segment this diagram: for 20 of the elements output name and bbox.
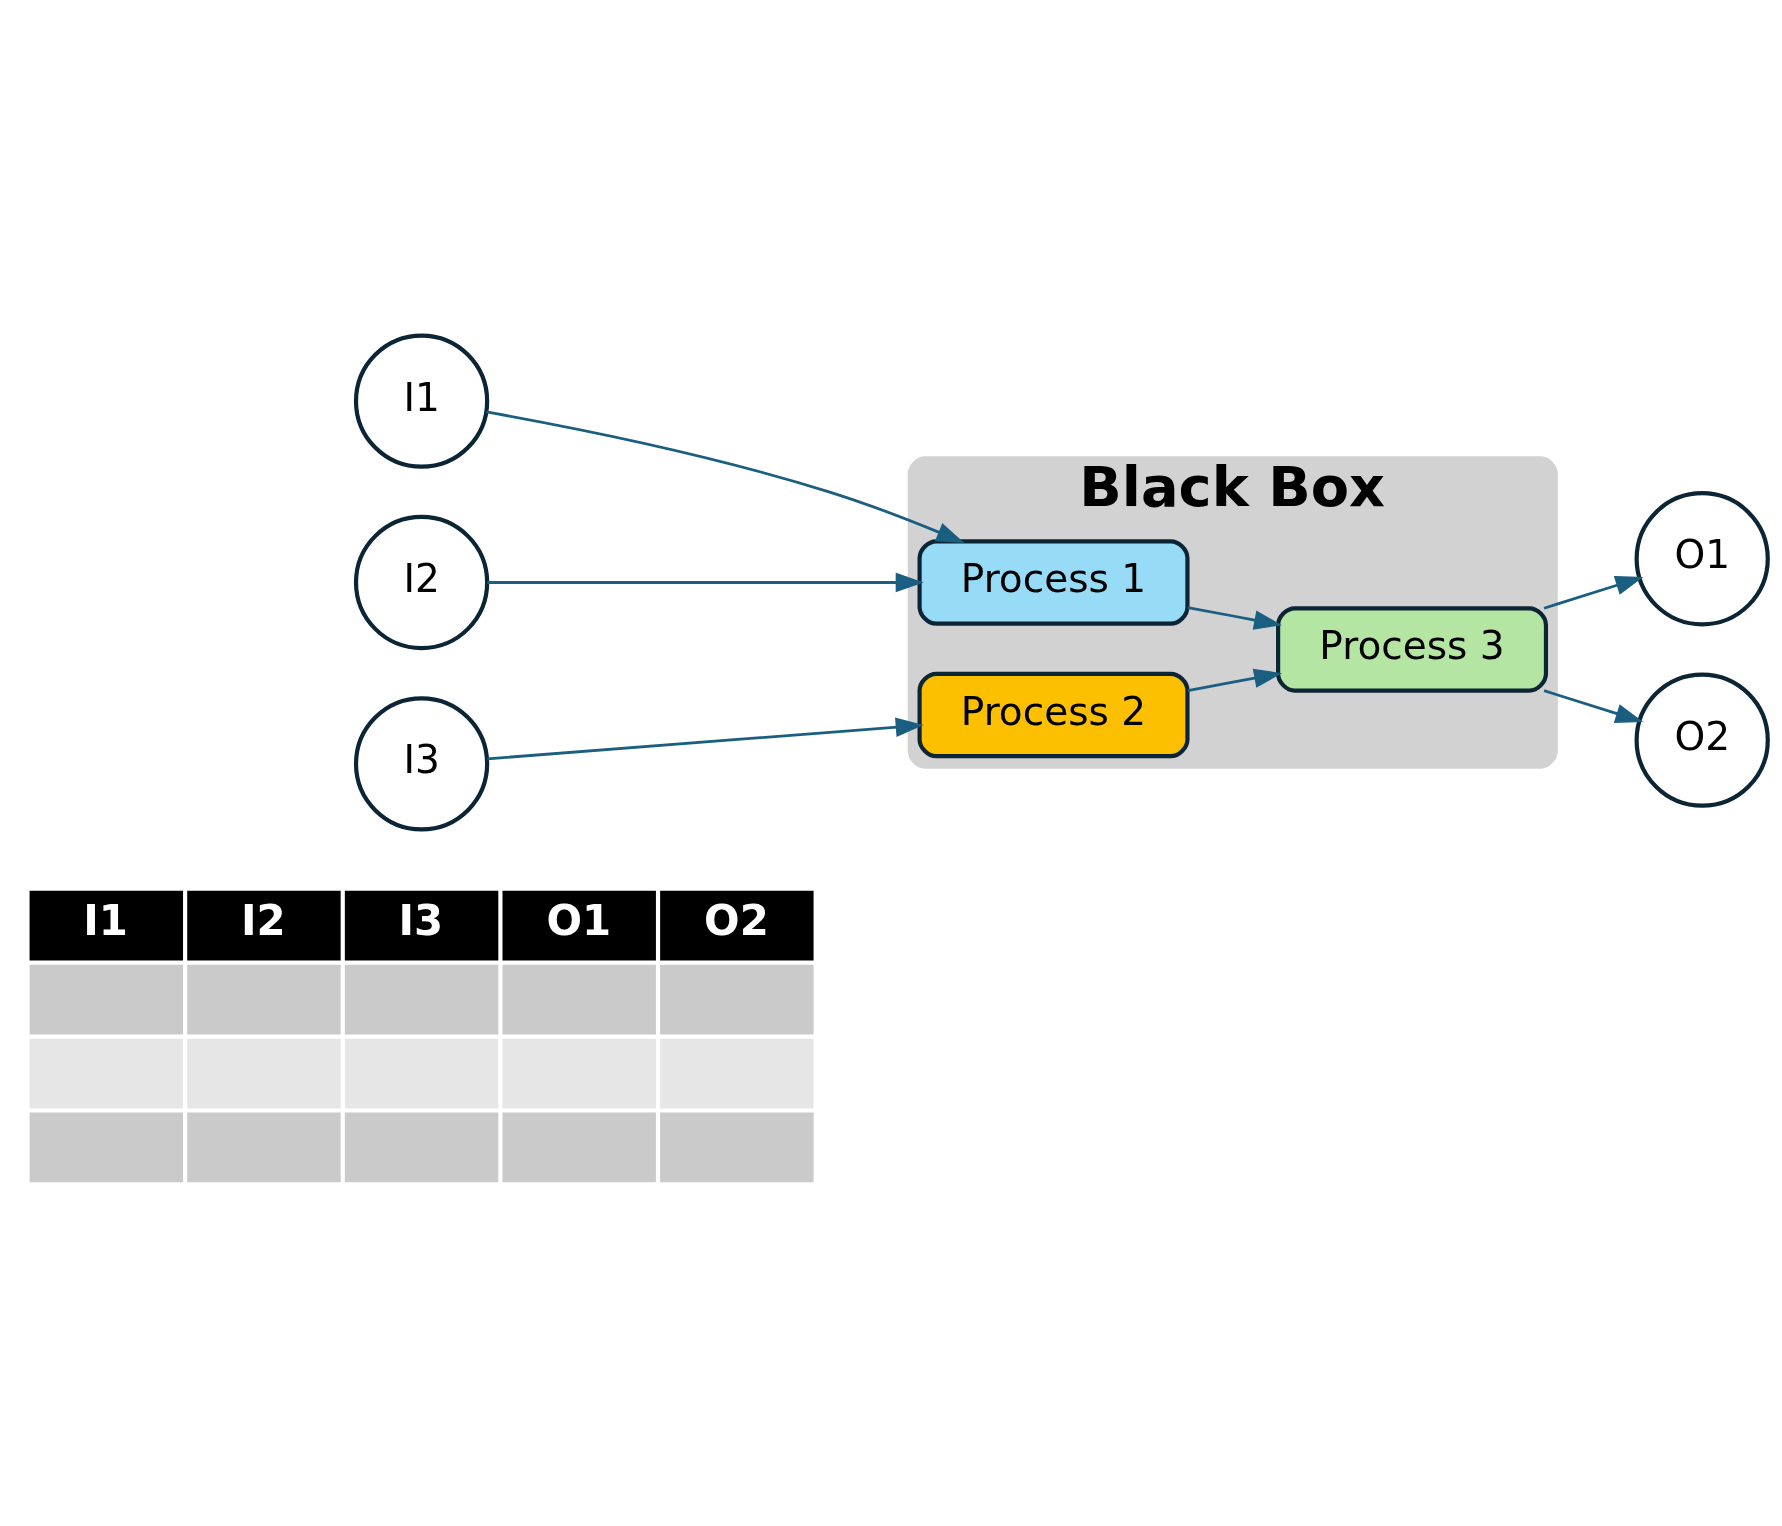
label: I3 <box>398 895 444 945</box>
arrow <box>1543 575 1644 610</box>
arrow <box>1187 605 1282 630</box>
label: O1 <box>546 895 612 945</box>
arrow <box>1187 668 1282 692</box>
node-box: Process 3 <box>1276 605 1549 693</box>
label: I2 <box>240 895 286 945</box>
arrow <box>487 716 924 760</box>
node-circle: O1 <box>1634 490 1770 626</box>
label: O2 <box>704 895 769 945</box>
node-circle: I2 <box>353 514 490 650</box>
arrow <box>486 410 965 543</box>
label: I1 <box>83 895 128 945</box>
node-circle: O2 <box>1634 671 1770 808</box>
arrow <box>1543 688 1644 723</box>
arrow <box>487 572 924 592</box>
node-circle: I1 <box>353 333 490 469</box>
node-box: Process 1 <box>917 538 1190 626</box>
node-circle: I3 <box>353 695 490 831</box>
node-box: Process 2 <box>917 671 1190 758</box>
